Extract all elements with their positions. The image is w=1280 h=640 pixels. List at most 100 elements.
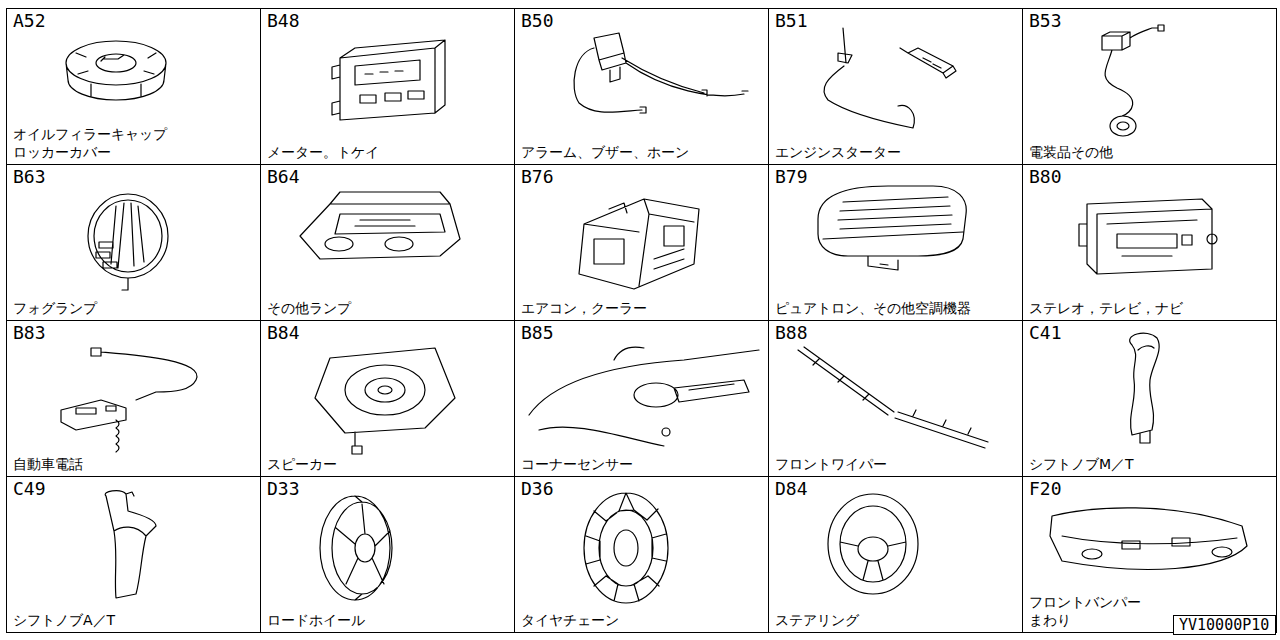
part-caption: スピーカー bbox=[267, 455, 337, 473]
room-lamp bbox=[300, 192, 460, 259]
part-caption: ロードホイール bbox=[267, 611, 365, 629]
front-bumper-drawing bbox=[1050, 508, 1247, 570]
section-code: B63 bbox=[13, 166, 46, 188]
catalog-cell: D33 ロードホイール bbox=[260, 476, 515, 633]
tire-chain-drawing bbox=[584, 493, 668, 603]
catalog-cell: C49 シフトノブA／T bbox=[6, 476, 261, 633]
catalog-cell: B63 フォグランプ bbox=[6, 164, 261, 321]
shift-knob-at-drawing bbox=[105, 491, 156, 598]
meter-clock bbox=[332, 40, 445, 120]
section-code: C41 bbox=[1029, 322, 1062, 344]
section-code: F20 bbox=[1029, 478, 1062, 500]
part-caption: アラーム、ブザー、ホーン bbox=[521, 143, 689, 161]
catalog-cell: B64 その他ランプ bbox=[260, 164, 515, 321]
part-caption: ピュアトロン、その他空調機器 bbox=[775, 299, 971, 317]
section-code: B85 bbox=[521, 322, 554, 344]
part-caption: シフトノブM／T bbox=[1029, 455, 1134, 473]
oil-filler-cap-drawing bbox=[66, 41, 166, 100]
catalog-cell: A52 オイルフィラーキャップ ロッカーカバー bbox=[6, 8, 261, 165]
section-code: B80 bbox=[1029, 166, 1062, 188]
air-conditioner bbox=[579, 199, 699, 289]
air-conditioner-drawing bbox=[579, 199, 699, 289]
section-code: B76 bbox=[521, 166, 554, 188]
steering-wheel bbox=[828, 494, 918, 594]
engine-starter-drawing bbox=[824, 28, 956, 128]
catalog-cell: B83 自動車電話 bbox=[6, 320, 261, 477]
part-caption: コーナーセンサー bbox=[521, 455, 633, 473]
part-caption: エアコン，クーラー bbox=[521, 299, 647, 317]
catalog-cell: B84 スピーカー bbox=[260, 320, 515, 477]
section-code: D36 bbox=[521, 478, 554, 500]
catalog-cell: B85 コーナーセンサー bbox=[514, 320, 769, 477]
section-code: B88 bbox=[775, 322, 808, 344]
electric-parts bbox=[1102, 25, 1164, 136]
part-caption: ステレオ，テレビ，ナビ bbox=[1029, 299, 1183, 317]
catalog-cell: B50 アラーム、ブザー、ホーン bbox=[514, 8, 769, 165]
catalog-cell: B53 電装品その他 bbox=[1022, 8, 1277, 165]
steering-wheel-drawing bbox=[828, 494, 918, 594]
room-lamp-drawing bbox=[300, 192, 460, 259]
section-code: B53 bbox=[1029, 10, 1062, 32]
part-caption: 自動車電話 bbox=[13, 455, 83, 473]
part-caption: ステアリング bbox=[775, 611, 859, 629]
tire-chain bbox=[584, 493, 668, 603]
engine-starter bbox=[824, 28, 956, 128]
alarm-buzzer bbox=[574, 33, 748, 113]
section-code: B51 bbox=[775, 10, 808, 32]
catalog-cell: D36 タイヤチェーン bbox=[514, 476, 769, 633]
drawing-number-box: YV10000P10 bbox=[1173, 615, 1276, 635]
electric-parts-drawing bbox=[1102, 25, 1164, 136]
section-code: B50 bbox=[521, 10, 554, 32]
part-caption: フロントバンパー まわり bbox=[1029, 593, 1159, 629]
section-code: C49 bbox=[13, 478, 46, 500]
section-code: B64 bbox=[267, 166, 300, 188]
part-caption: フロントワイパー bbox=[775, 455, 887, 473]
speaker bbox=[315, 348, 455, 454]
catalog-cell: B76 エアコン，クーラー bbox=[514, 164, 769, 321]
drawing-number: YV10000P10 bbox=[1179, 616, 1269, 634]
corner-sensor bbox=[529, 347, 759, 446]
part-caption: メーター。トケイ bbox=[267, 143, 379, 161]
corner-sensor-drawing bbox=[529, 347, 759, 446]
meter-clock-drawing bbox=[332, 40, 445, 120]
part-caption: シフトノブA／T bbox=[13, 611, 115, 629]
fog-lamp-drawing bbox=[88, 194, 168, 290]
section-code: B84 bbox=[267, 322, 300, 344]
catalog-cell: B51 エンジンスターター bbox=[768, 8, 1023, 165]
air-purifier-drawing bbox=[818, 186, 966, 270]
car-phone-drawing bbox=[61, 348, 197, 452]
shift-knob-mt-drawing bbox=[1130, 333, 1159, 443]
catalog-cell: F20 フロントバンパー まわり bbox=[1022, 476, 1277, 633]
road-wheel-drawing bbox=[320, 496, 392, 600]
catalog-cell: B48 メーター。トケイ bbox=[260, 8, 515, 165]
part-caption: エンジンスターター bbox=[775, 143, 901, 161]
air-purifier bbox=[818, 186, 966, 270]
section-code: B79 bbox=[775, 166, 808, 188]
front-bumper bbox=[1050, 508, 1247, 570]
section-code: B83 bbox=[13, 322, 46, 344]
section-code: D33 bbox=[267, 478, 300, 500]
part-caption: フォグランプ bbox=[13, 299, 97, 317]
front-wiper-drawing bbox=[798, 347, 988, 448]
car-phone bbox=[61, 348, 197, 452]
catalog-cell: B80 ステレオ，テレビ，ナビ bbox=[1022, 164, 1277, 321]
part-caption: その他ランプ bbox=[267, 299, 351, 317]
part-caption: タイヤチェーン bbox=[521, 611, 619, 629]
section-code: A52 bbox=[13, 10, 46, 32]
fog-lamp bbox=[88, 194, 168, 290]
front-wiper bbox=[798, 347, 988, 448]
catalog-cell: B79 ピュアトロン、その他空調機器 bbox=[768, 164, 1023, 321]
section-code: D84 bbox=[775, 478, 808, 500]
speaker-drawing bbox=[315, 348, 455, 454]
catalog-cell: C41 シフトノブM／T bbox=[1022, 320, 1277, 477]
part-caption: オイルフィラーキャップ ロッカーカバー bbox=[13, 125, 193, 161]
section-code: B48 bbox=[267, 10, 300, 32]
stereo-unit bbox=[1079, 199, 1217, 274]
part-caption: 電装品その他 bbox=[1029, 143, 1113, 161]
catalog-cell: D84 ステアリング bbox=[768, 476, 1023, 633]
oil-filler-cap bbox=[66, 41, 166, 100]
shift-knob-mt bbox=[1130, 333, 1159, 443]
alarm-buzzer-drawing bbox=[574, 33, 748, 113]
stereo-unit-drawing bbox=[1079, 199, 1217, 274]
